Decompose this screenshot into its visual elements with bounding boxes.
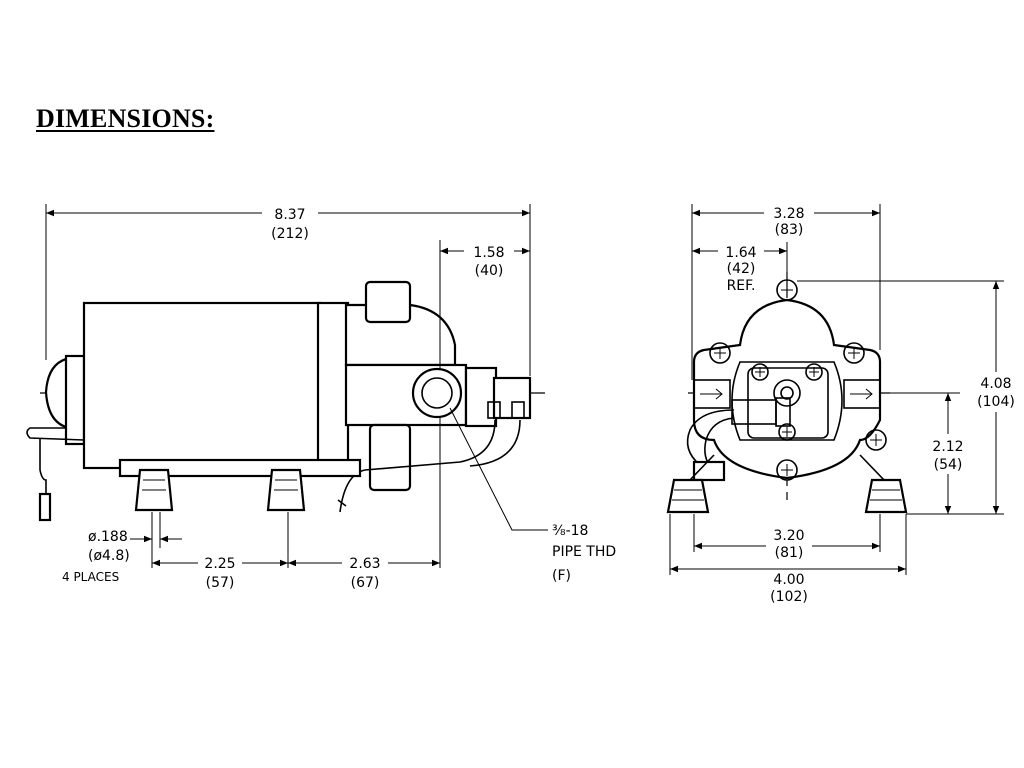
dim-outlet-offset-mm: (40): [475, 263, 504, 279]
dim-end-offset-in: 1.64: [725, 245, 756, 261]
port-inner: [421, 377, 453, 409]
pump-head-boss-top: [364, 280, 412, 324]
dim-end-height-mm: (104): [977, 394, 1015, 410]
lead-connector: [38, 492, 52, 522]
ground-lead-drop: [39, 438, 47, 496]
thread-gender: (F): [552, 568, 571, 584]
motor-end-cap: [44, 356, 72, 430]
dim-hole-in: ø.188: [88, 529, 128, 545]
dim-base-width-in: 4.00: [773, 572, 804, 588]
dim-end-offset-note: REF.: [727, 278, 756, 294]
inlet-port: [693, 379, 731, 409]
wire-b: [469, 419, 521, 467]
motor-housing: [82, 301, 322, 470]
thread-type: PIPE THD: [552, 544, 616, 560]
dim-mount-spacing-mm: (81): [775, 545, 804, 561]
thread-leader: [449, 407, 548, 531]
dim-foot-spacing-b-in: 2.63: [349, 556, 380, 572]
dim-hole-mm: (ø4.8): [88, 548, 130, 564]
port-outer: [411, 367, 463, 419]
dim-center-height-in: 2.12: [932, 439, 963, 455]
pump-head-boss-bottom: [368, 423, 412, 492]
terminal-b: [511, 401, 525, 419]
end-view: 3.28 (83) 1.64 (42) REF. 4.08 (104) 2.12…: [666, 202, 1020, 606]
end-wire-a: [686, 409, 735, 466]
dim-foot-spacing-a-in: 2.25: [204, 556, 235, 572]
side-view: 8.37 (212) 1.58 (40) ø.188 (ø4.8) 4 PLAC…: [26, 202, 616, 591]
outlet-port: [843, 379, 881, 409]
dim-outlet-offset-in: 1.58: [473, 245, 504, 261]
dim-foot-spacing-b-mm: (67): [351, 575, 380, 591]
page-title: DIMENSIONS:: [36, 104, 215, 133]
dim-overall-length-mm: (212): [271, 226, 309, 242]
dim-end-offset-mm: (42): [727, 261, 756, 277]
dim-hole-note: 4 PLACES: [62, 570, 119, 584]
inlet-arrow-icon: [700, 388, 723, 400]
end-foot-left: [666, 478, 710, 514]
thread-size: ⅜-18: [552, 523, 588, 539]
dim-overall-length-in: 8.37: [274, 207, 305, 223]
dim-end-height-in: 4.08: [980, 376, 1011, 392]
end-foot-right: [864, 478, 908, 514]
motor-flange: [316, 301, 350, 475]
pump-head-inner: [731, 361, 843, 441]
motor-end-bell: [64, 354, 86, 446]
center-hub: [773, 379, 801, 407]
dim-end-width-mm: (83): [775, 222, 804, 238]
wire-end: [337, 499, 347, 507]
outlet-arrow-icon: [850, 388, 873, 400]
dim-base-width-mm: (102): [770, 589, 808, 605]
dim-end-width-in: 3.28: [773, 206, 804, 222]
wire-a: [339, 419, 496, 513]
dim-center-height-mm: (54): [934, 457, 963, 473]
screw-icons: [709, 279, 887, 481]
diaphragm-housing: [747, 367, 829, 439]
pump-head-outline: [692, 298, 882, 480]
dim-foot-spacing-a-mm: (57): [206, 575, 235, 591]
wire-connector: [692, 460, 726, 482]
terminal-a: [487, 401, 501, 419]
dim-mount-spacing-in: 3.20: [773, 528, 804, 544]
ground-lead: [26, 427, 85, 441]
